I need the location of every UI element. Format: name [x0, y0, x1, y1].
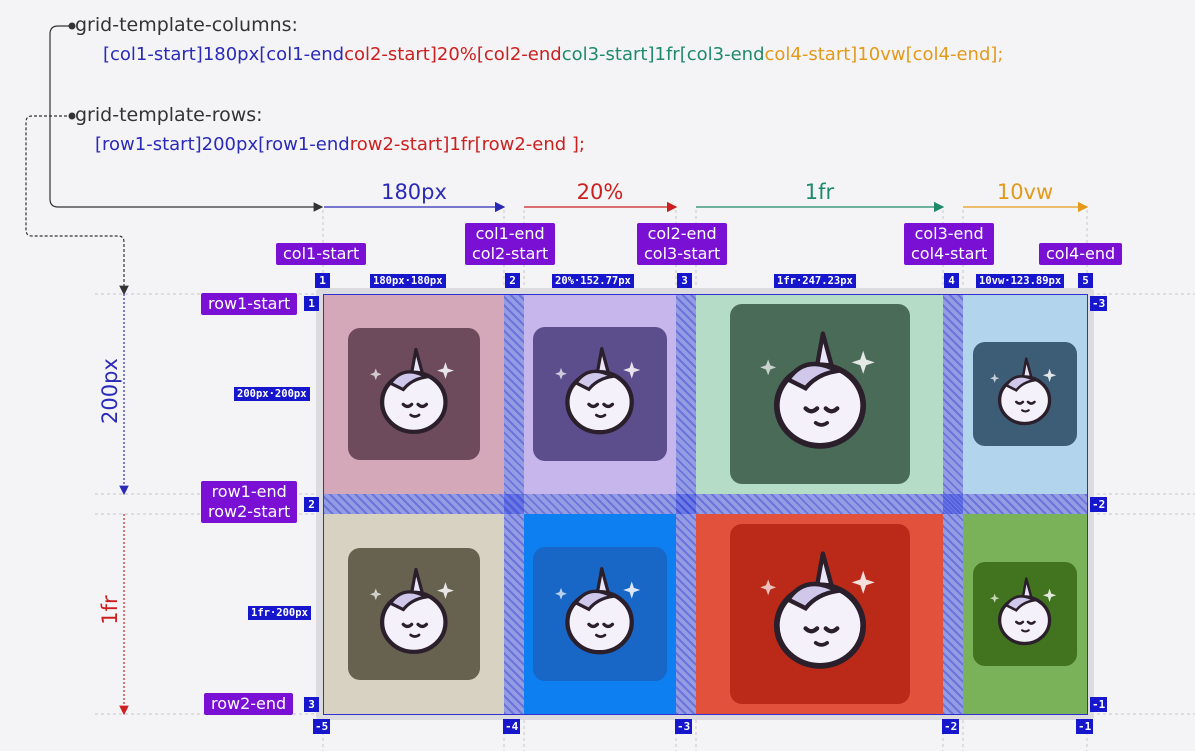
- row-line-2: 2: [304, 497, 319, 512]
- row-line-1: 1: [304, 296, 319, 311]
- code-token: [col3-end: [679, 44, 765, 65]
- tag-col1-start: col1-start: [276, 243, 367, 265]
- row-line-neg-3: -3: [1090, 296, 1108, 311]
- col2-size-badge: 20%·152.77px: [552, 274, 634, 288]
- row-gap: [323, 494, 1087, 514]
- column-gap-3: [943, 294, 963, 714]
- starstruck-unicorn-icon: [347, 548, 480, 680]
- code-token: 200px: [201, 134, 259, 155]
- col-line-neg-2: -2: [942, 719, 960, 734]
- col3-dimension-label: 1fr: [804, 180, 835, 204]
- grid-cell: [524, 514, 676, 714]
- row2-size-badge: 1fr·200px: [248, 606, 311, 620]
- col-line-neg-4: -4: [503, 719, 521, 734]
- code-token: [col2-end: [476, 44, 562, 65]
- col1-size-badge: 180px·180px: [370, 274, 446, 288]
- rows-property: grid-template-rows:: [75, 104, 263, 126]
- grid-cell: [524, 294, 676, 494]
- row-line-3: 3: [304, 697, 319, 712]
- columns-property: grid-template-columns:: [75, 14, 298, 36]
- col-line-5: 5: [1078, 273, 1093, 288]
- grid-outline: [323, 294, 1088, 715]
- col-line-3: 3: [677, 273, 692, 288]
- tag-row2-end: row2-end: [204, 693, 294, 715]
- kissing-unicorn-icon: [973, 342, 1077, 446]
- dancing-unicorn-icon: [729, 304, 910, 484]
- code-token: [col1-end: [259, 44, 345, 65]
- code-token: 1fr: [449, 134, 475, 155]
- grid-cell: [323, 294, 504, 494]
- grid-cell: [696, 294, 943, 494]
- tag-row1-start: row1-start: [201, 293, 298, 315]
- col-line-2: 2: [505, 273, 520, 288]
- column-gap-2: [676, 294, 696, 714]
- row2-dimension-label: 1fr: [98, 595, 122, 625]
- code-token: col3-start]: [561, 44, 655, 65]
- col3-size-badge: 1fr·247.23px: [774, 274, 856, 288]
- code-token: 10vw: [857, 44, 906, 65]
- col2-dimension-label: 20%: [576, 180, 624, 204]
- hugging-unicorn-icon: [533, 327, 667, 461]
- col-line-4: 4: [944, 273, 959, 288]
- code-token: [row2-end ];: [474, 134, 585, 155]
- col-line-neg-5: -5: [313, 719, 331, 734]
- code-token: 180px: [202, 44, 260, 65]
- grid-cell: [963, 294, 1087, 494]
- row-line-neg-2: -2: [1090, 497, 1108, 512]
- grid-cell: [696, 514, 943, 714]
- code-token: [col1-start]: [103, 44, 203, 65]
- col-line-1: 1: [315, 273, 330, 288]
- col4-size-badge: 10vw·123.89px: [976, 274, 1065, 288]
- col1-dimension-label: 180px: [381, 180, 447, 204]
- code-token: row2-start]: [349, 134, 450, 155]
- music-unicorn-icon: [973, 562, 1077, 666]
- row-line-neg-1: -1: [1090, 697, 1108, 712]
- sleeping-unicorn-icon: [347, 328, 480, 460]
- code-token: 20%: [436, 44, 477, 65]
- col-line-neg-1: -1: [1076, 719, 1094, 734]
- col-line-neg-3: -3: [675, 719, 693, 734]
- columns-value: [col1-start]180px[col1-endcol2-start]20%…: [103, 44, 1003, 65]
- tag-col4-end: col4-end: [1039, 243, 1123, 265]
- grid-cell: [963, 514, 1087, 714]
- row1-size-badge: 200px·200px: [234, 387, 310, 401]
- code-token: col4-start]: [764, 44, 858, 65]
- column-gap-1: [504, 294, 524, 714]
- code-token: [col4-end];: [905, 44, 1004, 65]
- cute-unicorn-icon: [729, 524, 910, 704]
- code-token: 1fr: [654, 44, 680, 65]
- grid-cell: [323, 514, 504, 714]
- rows-value: [row1-start]200px[row1-endrow2-start]1fr…: [95, 134, 585, 155]
- code-token: [row1-end: [258, 134, 350, 155]
- row1-dimension-label: 200px: [98, 358, 122, 424]
- col4-dimension-label: 10vw: [996, 180, 1054, 204]
- code-token: [row1-start]: [95, 134, 202, 155]
- fancy-unicorn-icon: [533, 547, 667, 681]
- code-token: col2-start]: [344, 44, 437, 65]
